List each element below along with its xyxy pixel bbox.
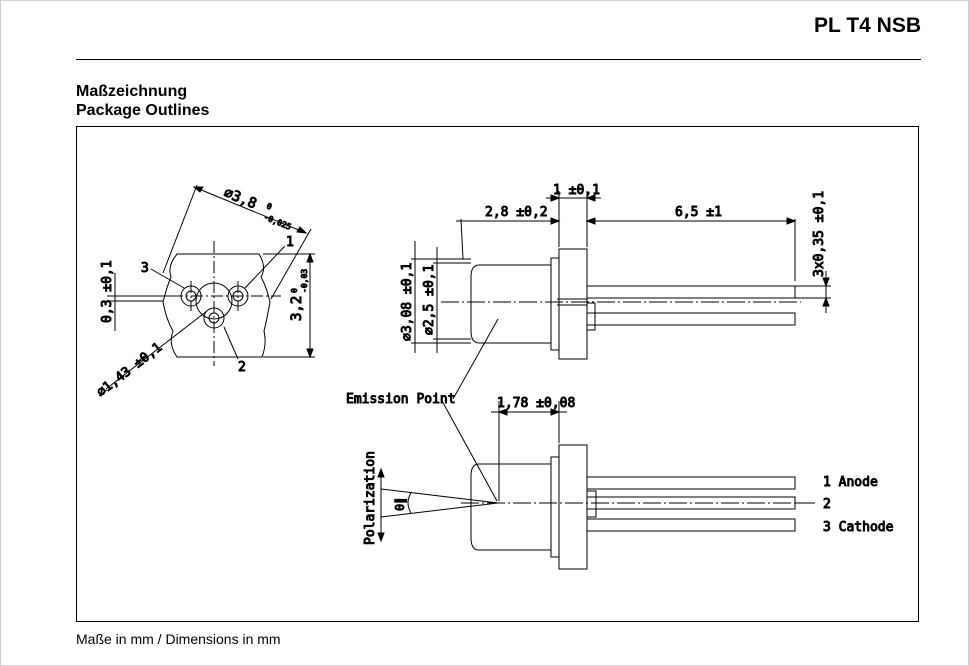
side-view-top-lead-b [586, 312, 796, 326]
side-view-top [411, 191, 831, 360]
dim-cap-length: 2,8 ±0,2 [485, 205, 548, 220]
side-view-bottom-lead-1 [586, 476, 796, 490]
dim-window-diameter: ∅2,5 ±0,1 [422, 265, 437, 335]
side-view-bottom-lead-tab [586, 490, 597, 518]
dim-flat-height: 3,2 [289, 296, 305, 321]
label-pin-2-side: 2 [823, 497, 831, 512]
header-rule [76, 59, 921, 60]
label-pin-1: 1 [286, 235, 294, 250]
dim-flat-height-tol-upper: 0 [290, 288, 299, 293]
side-view-top-step [550, 257, 560, 351]
front-view-outline [162, 253, 271, 358]
emission-point-leader [440, 398, 498, 502]
dim-flat-height-tol-lower: -0,03 [300, 269, 309, 293]
section-title-en: Package Outlines [76, 102, 210, 119]
side-view-top-lead-tab [586, 302, 596, 331]
side-view-bottom [377, 318, 815, 570]
label-divergence-angle: θ∥ [393, 498, 407, 511]
dim-pin-circle: ∅1,43 ±0,1 [94, 340, 165, 400]
label-pin-anode: 1 Anode [823, 475, 878, 490]
dim-emission-offset: 1,78 ±0,08 [497, 396, 575, 411]
side-view-bottom-body [470, 463, 552, 551]
section-title-de: Maßzeichnung [76, 83, 188, 100]
section-title: Maßzeichnung Package Outlines [76, 82, 209, 120]
dim-flange-thickness: 1 ±0,1 [553, 183, 600, 198]
part-number-title: PL T4 NSB [814, 14, 921, 37]
dim-outer-diameter-tol-upper: 0 [265, 202, 273, 212]
dim-outer-diameter-tol-lower: -0,025 [262, 213, 292, 232]
side-view-bottom-lead-3 [586, 518, 796, 532]
dim-pin-offset: 0,3 ±0,1 [100, 260, 115, 323]
side-view-top-flange [558, 248, 588, 360]
label-pin-3: 3 [141, 261, 149, 276]
label-pin-2: 2 [238, 360, 246, 375]
side-view-bottom-step [550, 456, 560, 558]
side-view-top-body [470, 264, 552, 344]
package-outline-drawing: ∅3,8 0 -0,025 3,2 0 -0,03 0,3 ±0,1 ∅1,43… [76, 126, 919, 622]
label-polarization: Polarization [363, 451, 378, 545]
drawing-svg: ∅3,8 0 -0,025 3,2 0 -0,03 0,3 ±0,1 ∅1,43… [94, 183, 894, 570]
label-emission-point: Emission Point [346, 392, 456, 407]
dim-lead-length: 6,5 ±1 [675, 205, 722, 220]
front-view [98, 184, 315, 397]
dimensions-caption: Maße in mm / Dimensions in mm [76, 631, 281, 647]
dim-outer-diameter: ∅3,8 [222, 185, 259, 212]
side-view-top-lead-a [586, 285, 796, 299]
label-pin-cathode: 3 Cathode [823, 520, 894, 535]
side-view-bottom-flange [558, 444, 588, 570]
dim-lead-width: 3x0,35 ±0,1 [812, 191, 827, 277]
dim-cap-diameter: ∅3,08 ±0,1 [400, 263, 415, 341]
